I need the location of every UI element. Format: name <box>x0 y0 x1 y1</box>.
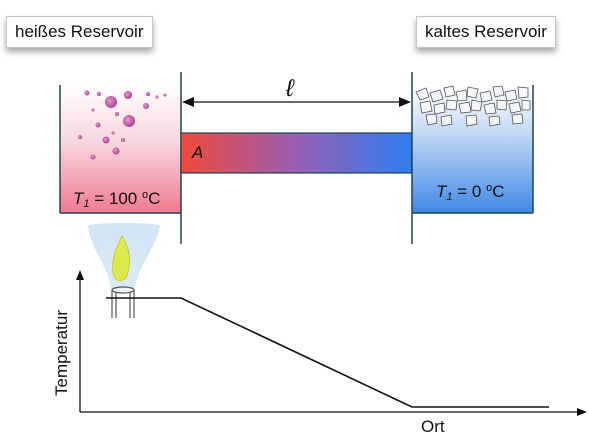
flame-icon <box>88 223 160 290</box>
hot-water <box>60 85 181 213</box>
bubbles-icon <box>78 90 167 160</box>
length-label: ℓ <box>285 75 295 102</box>
burner-icon <box>111 286 135 318</box>
area-label: A <box>191 143 203 162</box>
x-axis-label: Ort <box>421 417 445 434</box>
conducting-rod <box>180 132 413 174</box>
hot-reservoir-label: heißes Reservoir <box>6 16 153 48</box>
hot-reservoir: T1 = 100 oC <box>59 72 182 244</box>
y-axis-label: Temperatur <box>52 310 71 396</box>
ice-cubes-icon <box>415 85 531 127</box>
hot-temperature-label: T1 = 100 oC <box>73 189 160 210</box>
cold-temperature-label: T1 = 0 oC <box>436 182 504 203</box>
temperature-profile-line <box>106 297 549 408</box>
length-arrow <box>182 97 411 107</box>
temperature-graph: Temperatur Ort <box>52 270 587 434</box>
cold-reservoir: T1 = 0 oC <box>411 72 534 244</box>
cold-reservoir-label: kaltes Reservoir <box>416 16 556 48</box>
